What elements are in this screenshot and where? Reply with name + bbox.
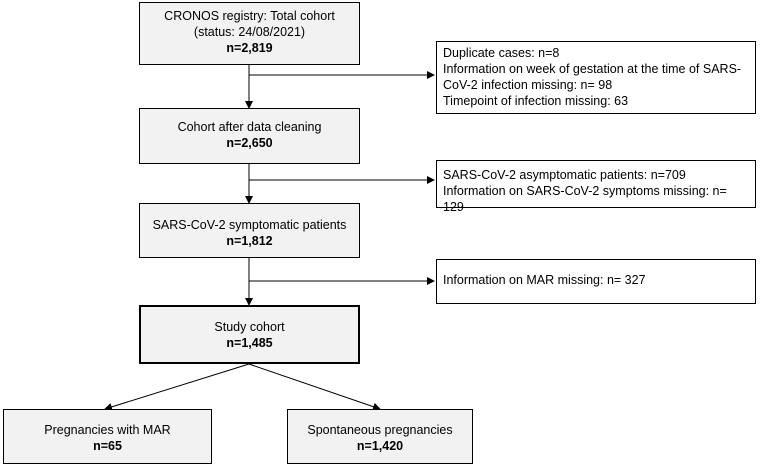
exclusion-1-line-2: Information on week of gestation at the … [443, 62, 742, 76]
exclusion-box-3: Information on MAR missing: n= 327 [436, 259, 756, 304]
box-total-cohort: CRONOS registry: Total cohort (status: 2… [139, 2, 360, 65]
box-study-cohort: Study cohort n=1,485 [139, 305, 360, 364]
arrow-to-mar [104, 363, 250, 411]
box-after-cleaning-line-1: Cohort after data cleaning [177, 120, 322, 134]
exclusion-2-line-1: SARS-CoV-2 asymptomatic patients: n=709 [443, 168, 686, 182]
box-total-cohort-line-2: (status: 24/08/2021) [193, 25, 306, 39]
box-symptomatic: SARS-CoV-2 symptomatic patients n=1,812 [139, 203, 360, 258]
box-spontaneous-line-1: Spontaneous pregnancies [307, 423, 453, 437]
arrow-to-spontaneous [248, 363, 381, 411]
box-total-cohort-line-1: CRONOS registry: Total cohort [164, 9, 335, 23]
box-symptomatic-count: n=1,812 [226, 234, 273, 248]
box-pregnancies-mar: Pregnancies with MAR n=65 [3, 409, 212, 464]
box-spontaneous-pregnancies: Spontaneous pregnancies n=1,420 [287, 409, 473, 464]
exclusion-1-line-1: Duplicate cases: n=8 [443, 46, 560, 60]
exclusion-1-line-3: CoV-2 infection missing: n= 98 [443, 78, 613, 92]
box-study-cohort-count: n=1,485 [226, 336, 273, 350]
exclusion-box-1: Duplicate cases: n=8 Information on week… [436, 41, 756, 114]
box-study-cohort-line-1: Study cohort [214, 320, 285, 334]
box-spontaneous-count: n=1,420 [356, 439, 404, 453]
box-pregnancies-mar-line-1: Pregnancies with MAR [44, 423, 171, 437]
box-after-cleaning: Cohort after data cleaning n=2,650 [139, 108, 360, 164]
box-after-cleaning-count: n=2,650 [226, 136, 273, 150]
box-symptomatic-line-1: SARS-CoV-2 symptomatic patients [152, 218, 347, 232]
exclusion-1-line-4: Timepoint of infection missing: 63 [443, 94, 629, 108]
exclusion-3-line-1: Information on MAR missing: n= 327 [443, 273, 646, 287]
exclusion-box-2: SARS-CoV-2 asymptomatic patients: n=709 … [436, 160, 756, 214]
exclusion-2-line-2: Information on SARS-CoV-2 symptoms missi… [443, 184, 727, 214]
box-total-cohort-count: n=2,819 [226, 41, 273, 55]
box-pregnancies-mar-count: n=65 [93, 439, 122, 453]
